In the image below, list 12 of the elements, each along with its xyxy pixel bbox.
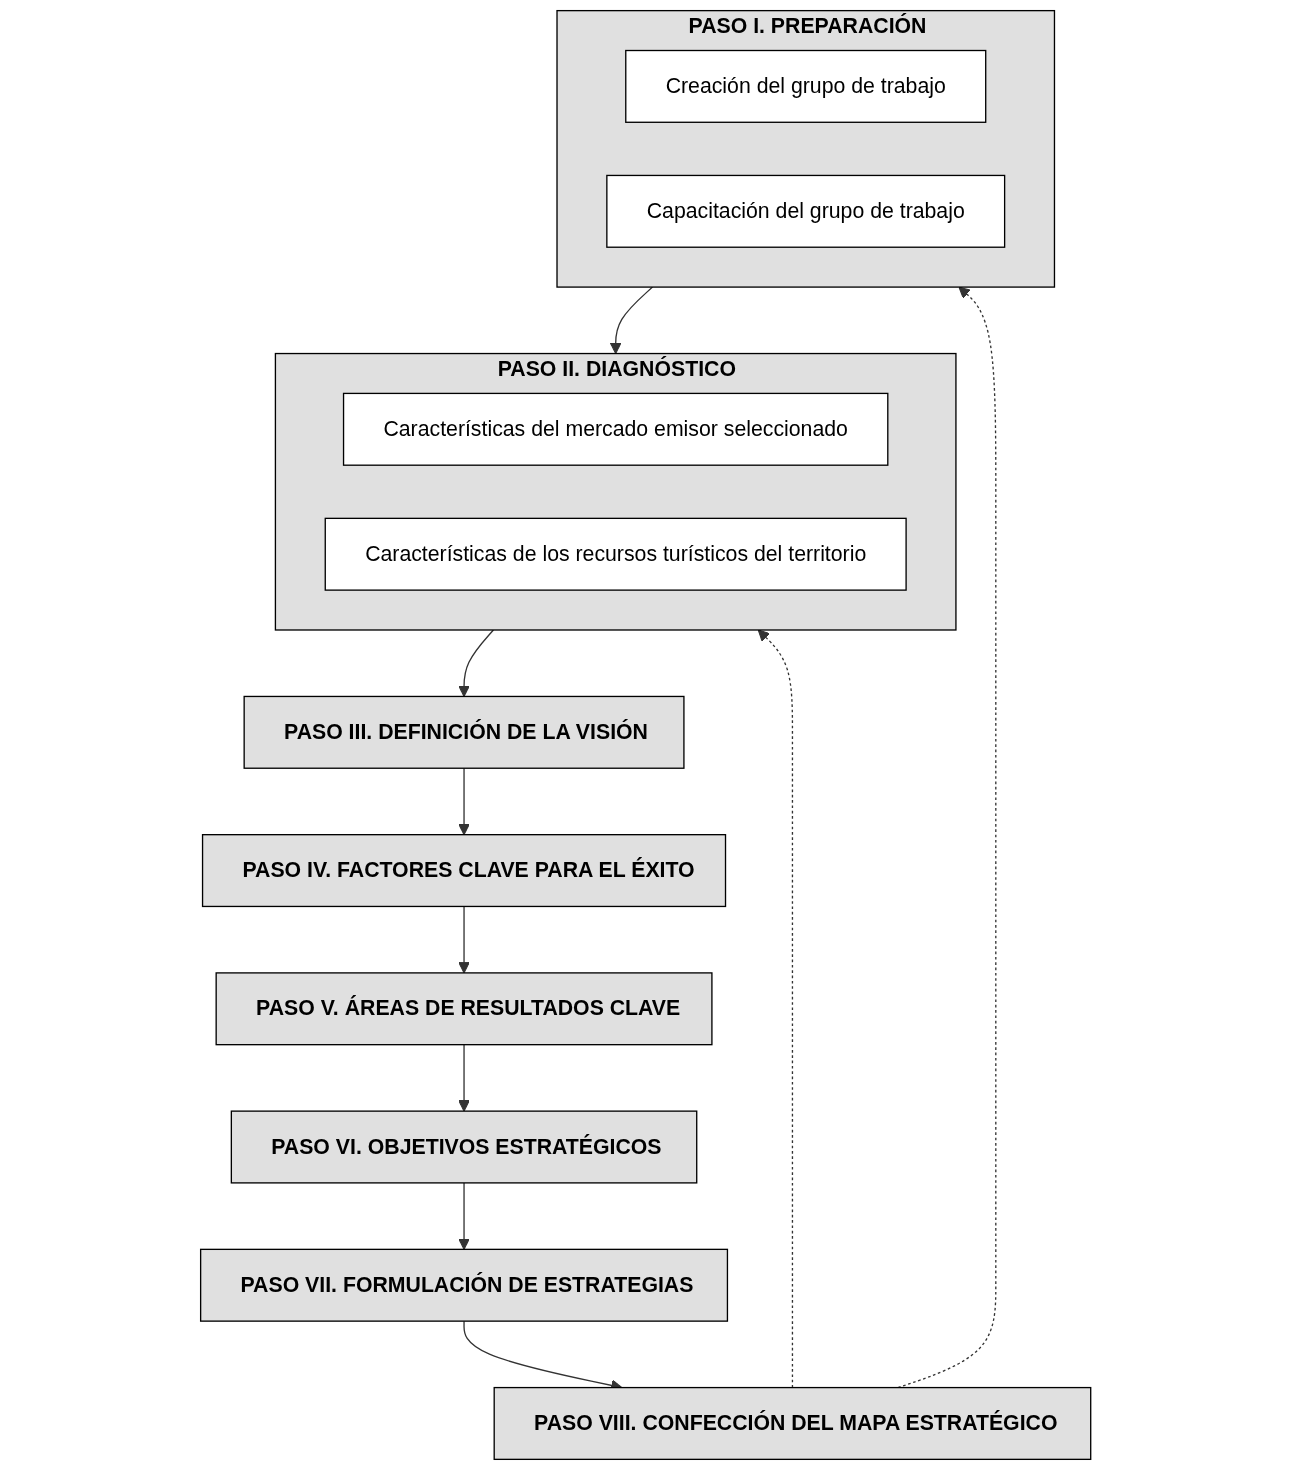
- step-text: PASO III. DEFINICIÓN DE LA VISIÓN: [284, 718, 649, 745]
- step-text: PASO VI. OBJETIVOS ESTRATÉGICOS: [271, 1133, 662, 1160]
- step-text: Creación del grupo de trabajo: [665, 73, 947, 100]
- group-title: PASO II. DIAGNÓSTICO: [498, 356, 737, 383]
- step-text: PASO IV. FACTORES CLAVE PARA EL ÉXITO: [242, 857, 695, 884]
- step-text: Características de los recursos turísticos del territorio: [365, 541, 867, 567]
- group-title: PASO I. PREPARACIÓN: [688, 13, 927, 40]
- step-text: PASO VII. FORMULACIÓN DE ESTRATEGIAS: [240, 1271, 694, 1298]
- step-text: PASO V. ÁREAS DE RESULTADOS CLAVE: [256, 995, 681, 1022]
- step-text: Características del mercado emisor seleccionado: [383, 416, 849, 442]
- step-text: Capacitación del grupo de trabajo: [647, 198, 966, 225]
- step-text: PASO VIII. CONFECCIÓN DEL MAPA ESTRATÉGICO: [534, 1410, 1058, 1437]
